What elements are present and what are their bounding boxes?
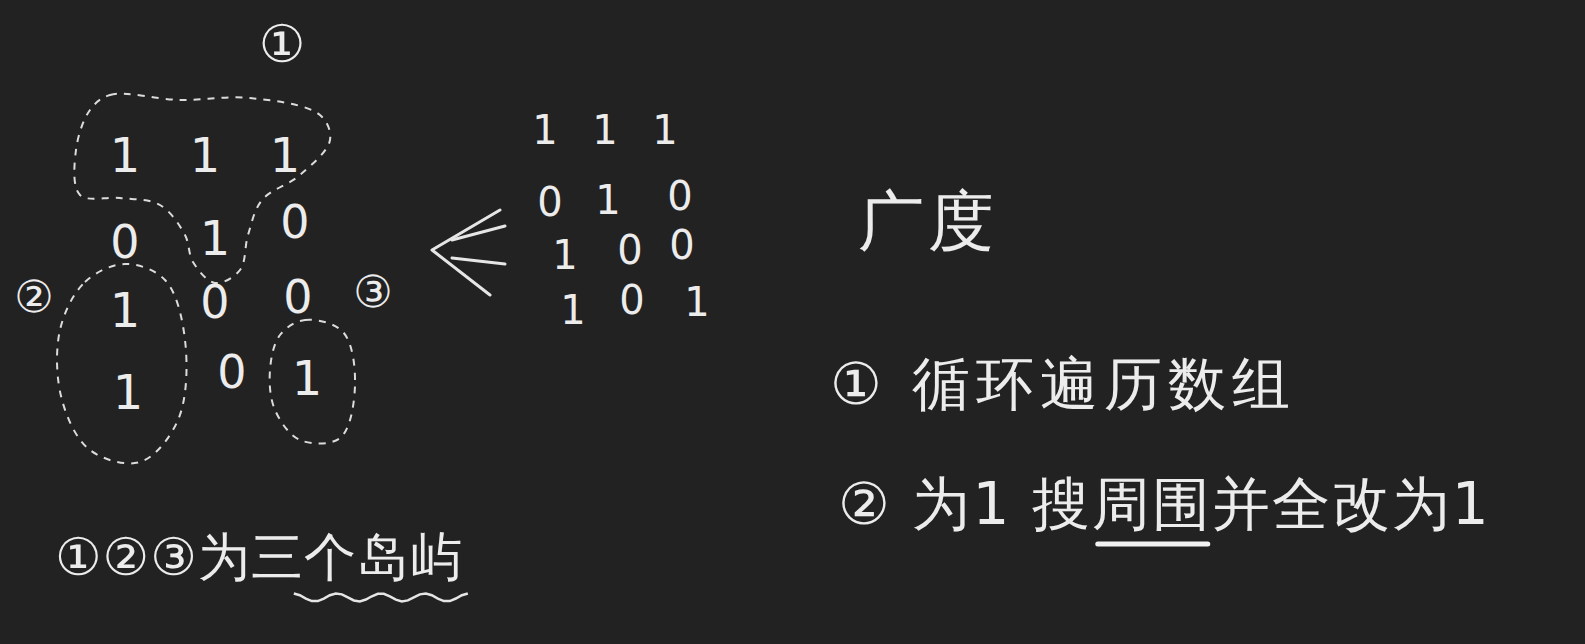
emphasis-underline [1098, 542, 1208, 547]
left-arrow [432, 210, 500, 295]
grid-digit: 0 [669, 223, 694, 267]
island-outline [74, 94, 330, 283]
grid-digit: 1 [110, 129, 141, 182]
grid-digit: 1 [684, 280, 709, 324]
grid-digit: 1 [110, 284, 141, 337]
island-outline [270, 320, 355, 444]
grid-digit: 0 [280, 197, 309, 248]
grid-digit: 1 [560, 288, 585, 332]
grid-digit: 1 [113, 366, 144, 419]
note-text: ② 为1 搜周围并全改为1 [838, 473, 1491, 537]
grid-digit: 1 [532, 108, 557, 152]
grid-digit: 1 [190, 129, 221, 182]
arrow-shaft [452, 258, 505, 264]
grid-digit: 0 [283, 272, 312, 323]
callout-number: ③ [353, 268, 392, 316]
note-text: ① 循环遍历数组 [830, 353, 1296, 417]
grid-digit: 1 [592, 108, 617, 152]
callout-number: ② [14, 273, 53, 321]
grid-digit: 0 [110, 217, 139, 268]
grid-digit: 0 [619, 278, 644, 322]
grid-digit: 1 [292, 352, 323, 405]
grid-digit: 1 [595, 178, 620, 222]
grid-digit: 1 [270, 129, 301, 182]
grid-digit: 0 [617, 228, 642, 272]
grid-digit: 0 [217, 347, 246, 398]
note-text: 广度 [858, 186, 998, 259]
callout-number: ① [259, 16, 306, 73]
island-region: ①1111 [60, 8, 350, 293]
note-text: ①②③为三个岛屿 [55, 529, 463, 586]
arrow-shaft [452, 226, 505, 240]
grid-digit: 0 [537, 180, 562, 224]
grid-digit: 1 [552, 233, 577, 277]
grid-digit: 0 [667, 174, 692, 218]
grid-digit: 1 [652, 108, 677, 152]
grid-digit: 0 [200, 277, 229, 328]
island-outline [57, 264, 187, 463]
wavy-underline [294, 593, 468, 601]
grid-digit: 1 [200, 212, 231, 265]
island-region: ② 1 1 [8, 255, 193, 470]
